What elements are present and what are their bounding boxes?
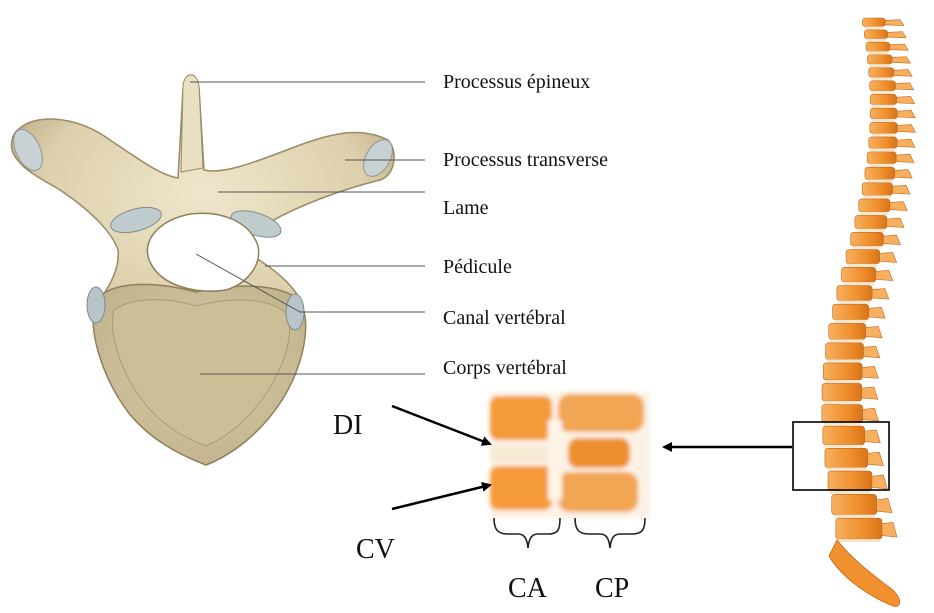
spine-disc-19 bbox=[835, 320, 867, 323]
label-vertebral-canal: Canal vertébral bbox=[443, 307, 566, 329]
label-cp: CP bbox=[595, 573, 629, 604]
spine-vertebra-20 bbox=[829, 323, 866, 339]
spine-vertebra-10 bbox=[867, 152, 896, 164]
spine-vertebra-1 bbox=[864, 30, 887, 39]
vertebra-illustration bbox=[8, 75, 399, 465]
spine-vertebra-27 bbox=[828, 471, 872, 491]
arrow-cv bbox=[392, 485, 490, 509]
brace-cp bbox=[575, 518, 645, 548]
spine-vertebra-7 bbox=[870, 108, 897, 119]
label-pedicle: Pédicule bbox=[443, 256, 512, 278]
spine-vertebra-21 bbox=[826, 343, 864, 360]
spine-disc-25 bbox=[825, 445, 863, 448]
spine-disc-9 bbox=[871, 148, 895, 151]
spine-disc-28 bbox=[834, 515, 875, 518]
spine-vertebra-16 bbox=[846, 250, 880, 264]
spine-vertebra-3 bbox=[868, 55, 893, 64]
spine-disc-14 bbox=[857, 229, 885, 232]
spine-vertebra-11 bbox=[865, 167, 895, 179]
spine-vertebra-8 bbox=[870, 122, 898, 133]
label-cv: CV bbox=[356, 534, 395, 565]
spine-disc-18 bbox=[839, 301, 870, 304]
spine-vertebra-28 bbox=[832, 494, 877, 514]
spine-disc-24 bbox=[824, 423, 861, 426]
spine-vertebra-22 bbox=[823, 363, 862, 380]
spine-disc-23 bbox=[824, 401, 860, 404]
spine-vertebra-0 bbox=[862, 18, 885, 26]
spine-disc-17 bbox=[843, 282, 873, 285]
spine-vertebra-6 bbox=[870, 94, 896, 104]
spine-vertebra-2 bbox=[866, 42, 890, 51]
spine-vertebra-15 bbox=[851, 232, 884, 246]
spine-disc-26 bbox=[827, 468, 866, 471]
spine-disc-16 bbox=[848, 264, 878, 267]
spine-vertebra-12 bbox=[862, 183, 892, 196]
left-costal-facet bbox=[87, 287, 105, 323]
brace-ca bbox=[494, 518, 560, 548]
spine-disc-27 bbox=[830, 491, 870, 494]
spine-vertebra-29 bbox=[836, 518, 882, 539]
spine-vertebra-25 bbox=[823, 426, 865, 445]
spine-disc-13 bbox=[861, 212, 888, 215]
spine-disc-22 bbox=[825, 380, 860, 383]
label-ca: CA bbox=[508, 573, 548, 604]
spine-disc-15 bbox=[853, 246, 882, 249]
label-di: DI bbox=[333, 410, 363, 441]
spine-disc-12 bbox=[864, 195, 890, 198]
spine-disc-7 bbox=[872, 119, 895, 122]
spine-disc-0 bbox=[864, 26, 883, 29]
spine-disc-2 bbox=[868, 51, 888, 54]
zoomed-spine-segment bbox=[490, 392, 650, 518]
spine-disc-11 bbox=[867, 179, 893, 182]
spine-sacrum bbox=[829, 540, 900, 606]
spine-disc-5 bbox=[872, 91, 894, 94]
spine-vertebra-4 bbox=[869, 68, 894, 78]
spine-vertebra-18 bbox=[837, 286, 872, 301]
label-lamina: Lame bbox=[443, 197, 489, 219]
spine-disc-6 bbox=[872, 105, 894, 108]
spine-side-view bbox=[822, 18, 915, 606]
spine-vertebra-24 bbox=[822, 405, 863, 423]
arrow-di bbox=[392, 406, 490, 444]
spine-disc-10 bbox=[869, 164, 894, 167]
spine-disc-3 bbox=[870, 64, 891, 67]
label-vertebral-body: Corps vertébral bbox=[443, 357, 567, 379]
spine-vertebra-14 bbox=[855, 215, 887, 228]
braces bbox=[494, 518, 645, 548]
spine-disc-4 bbox=[871, 77, 892, 80]
spine-disc-21 bbox=[828, 359, 862, 362]
spine-disc-29 bbox=[838, 539, 880, 542]
spine-vertebra-19 bbox=[833, 304, 869, 320]
label-spinous-process: Processus épineux bbox=[443, 71, 590, 93]
label-transverse-process: Processus transverse bbox=[443, 149, 608, 171]
spine-vertebra-17 bbox=[841, 267, 875, 282]
spine-vertebra-23 bbox=[822, 383, 862, 401]
spine-vertebra-26 bbox=[825, 448, 868, 467]
spine-disc-1 bbox=[866, 39, 885, 42]
spine-disc-8 bbox=[872, 133, 896, 136]
spine-vertebra-13 bbox=[859, 199, 890, 212]
spine-disc-20 bbox=[831, 339, 864, 342]
spine-vertebra-5 bbox=[870, 81, 896, 91]
spine-vertebra-9 bbox=[869, 137, 897, 148]
